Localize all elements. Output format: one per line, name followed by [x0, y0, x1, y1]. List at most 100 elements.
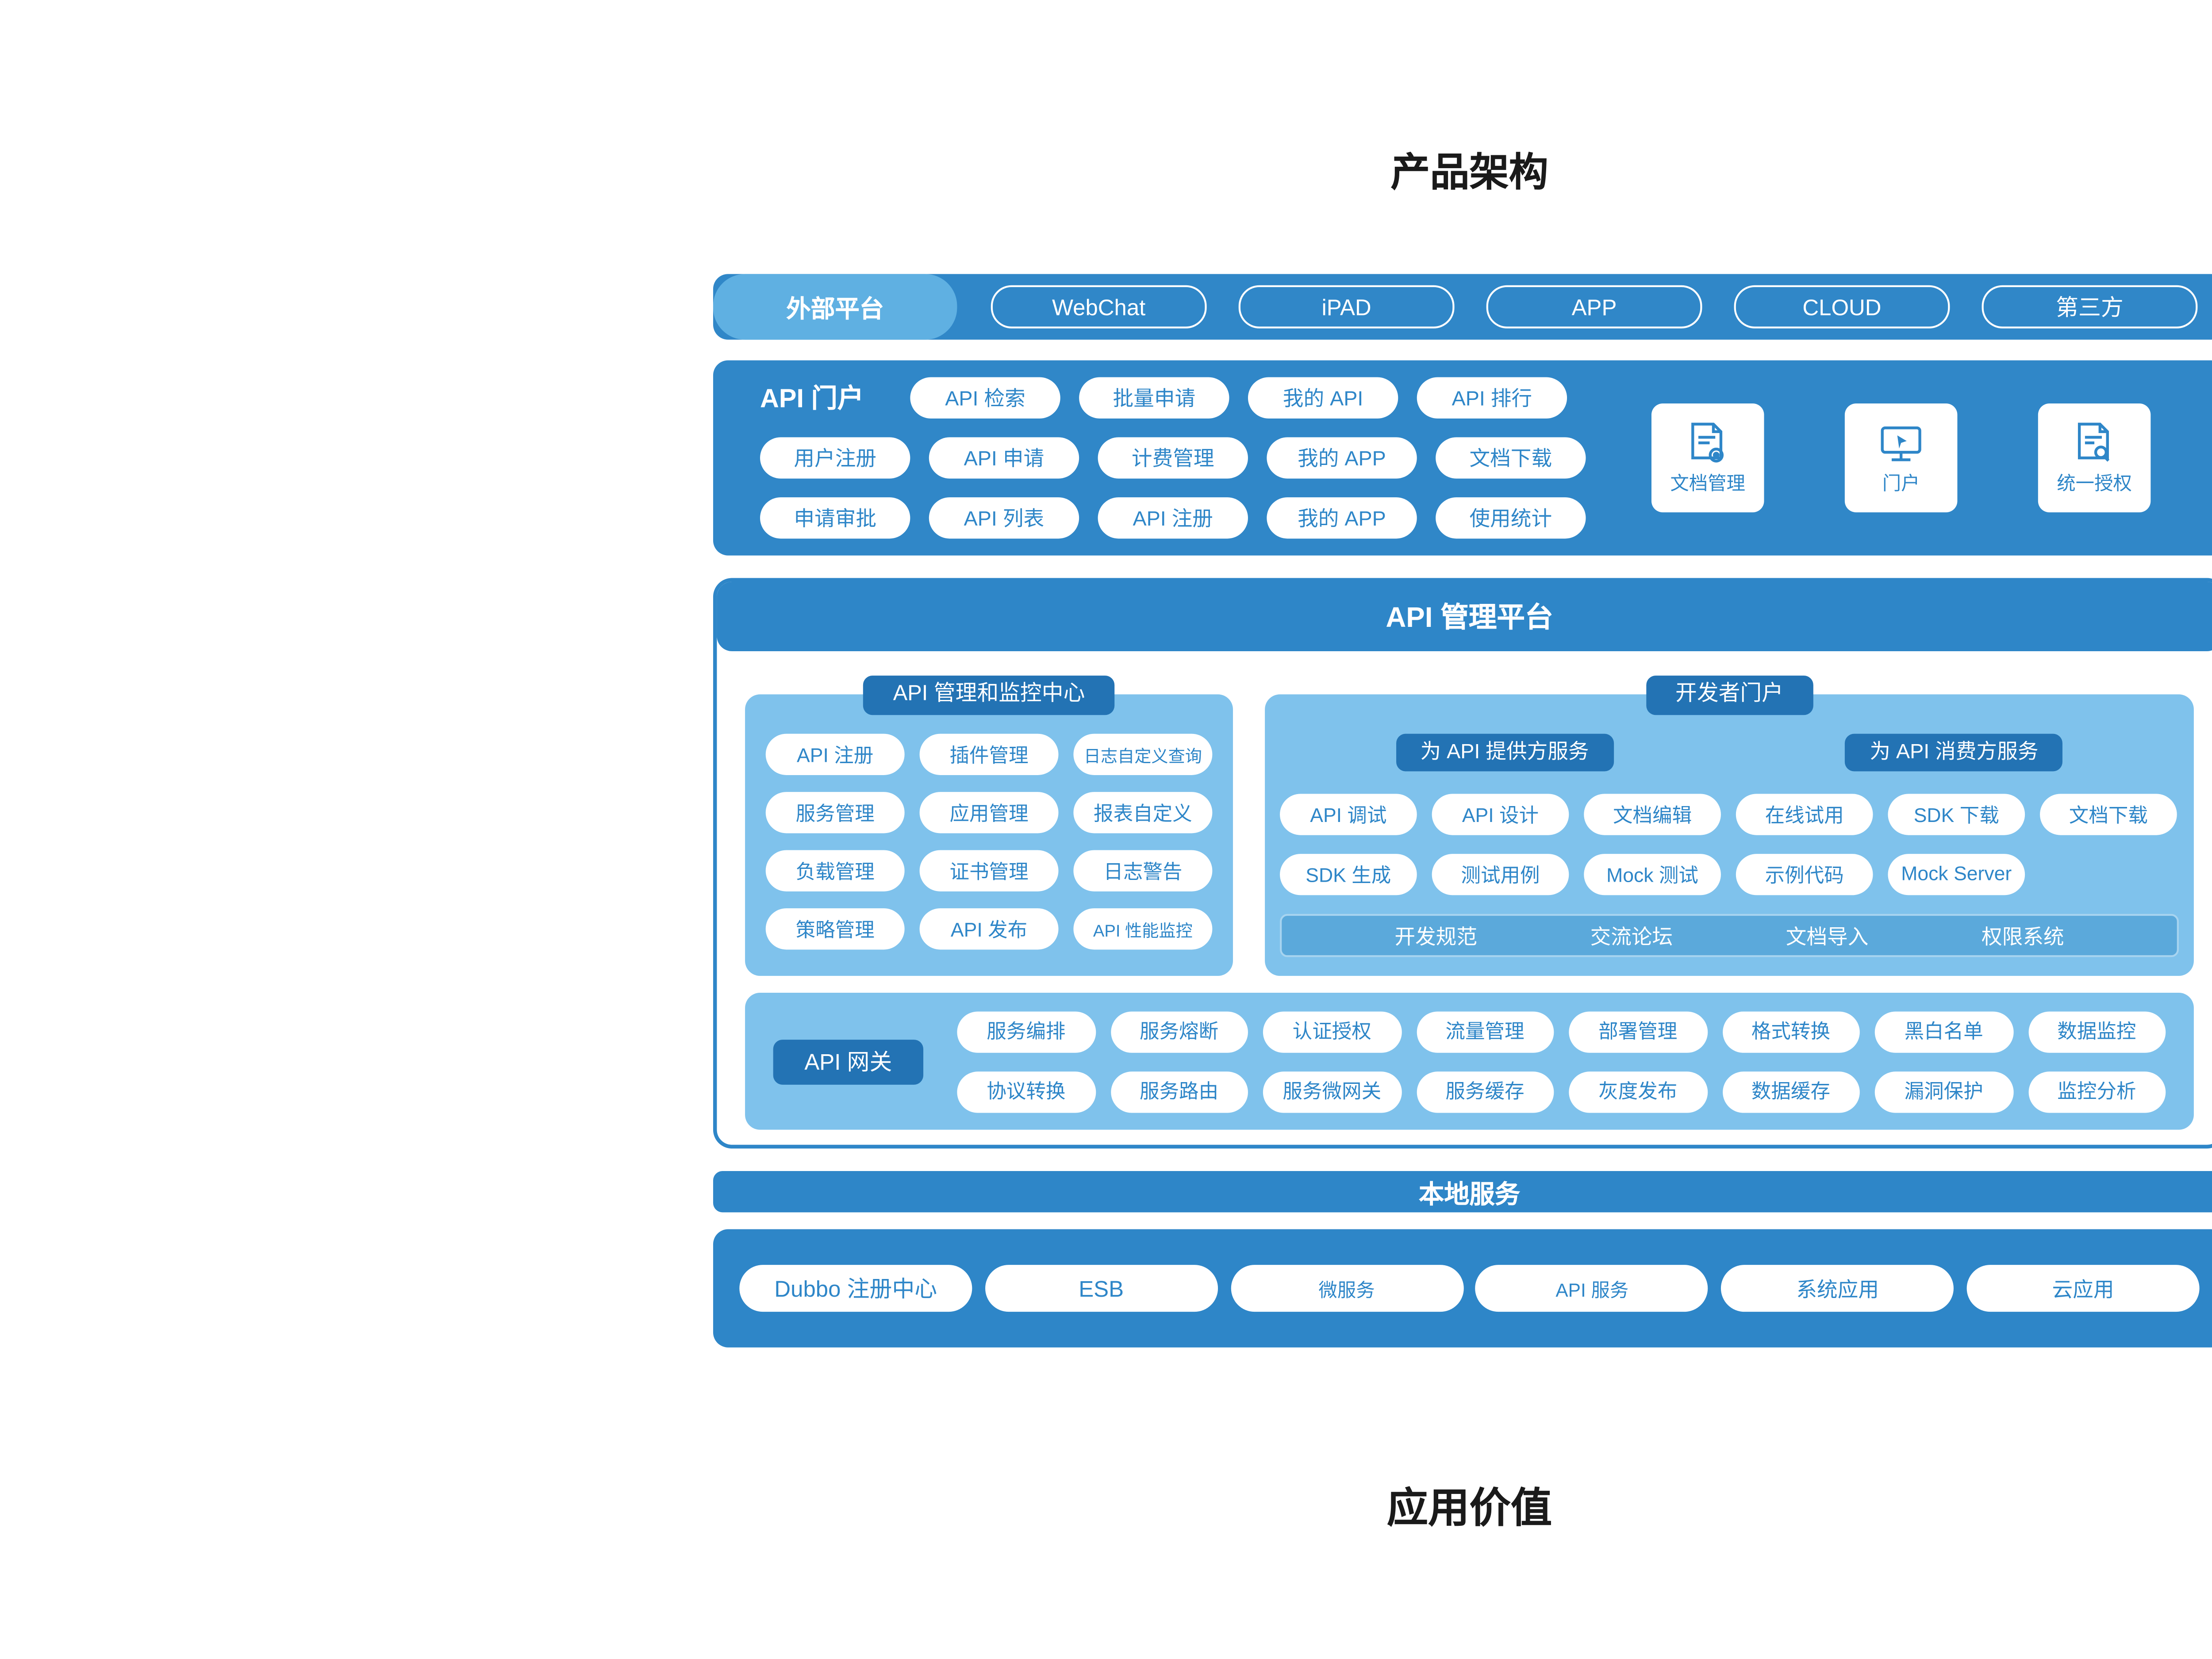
devportal-subtabs: 为 API 提供方服务 为 API 消费方服务 — [1280, 733, 2179, 772]
page-title: 产品架构 — [1390, 152, 1548, 196]
devportal-row: SDK 生成 测试用例 Mock 测试 示例代码 Mock Server — [1280, 854, 2179, 895]
monitor-pill: API 注册 — [765, 733, 905, 775]
monitor-pill: 服务管理 — [765, 792, 905, 833]
devportal-pill: Mock 测试 — [1584, 854, 1721, 895]
devportal-pill: 在线试用 — [1736, 794, 1873, 835]
doc-management-card: 文档管理 — [1651, 403, 1764, 513]
monitor-pill: 日志自定义查询 — [1073, 733, 1213, 775]
service-pill: API 服务 — [1475, 1265, 1709, 1312]
portal-row: API 门户 API 检索 批量申请 我的 API API 排行 — [760, 377, 1586, 419]
platform-pill: CLOUD — [1734, 285, 1950, 329]
monitor-center-tab: API 管理和监控中心 — [863, 676, 1115, 715]
devportal-footer-link: 权限系统 — [1982, 926, 2064, 949]
portal-pill: 我的 APP — [1267, 497, 1417, 539]
diagram-column: 外部平台 WebChat iPAD APP CLOUD 第三方 API 门户 A… — [713, 274, 2212, 1348]
portal-pill: 文档下载 — [1436, 437, 1586, 479]
developer-portal-panel: 开发者门户 为 API 提供方服务 为 API 消费方服务 API 调试 API… — [1265, 676, 2194, 976]
api-portal-section: API 门户 API 检索 批量申请 我的 API API 排行 用户注册 AP… — [713, 360, 2212, 556]
platform-panels: API 管理和监控中心 API 注册 插件管理 日志自定义查询 服务管理 应用管… — [745, 676, 2194, 976]
monitor-pill: 报表自定义 — [1073, 792, 1213, 833]
gateway-pill: 服务微网关 — [1263, 1071, 1401, 1112]
document-gear-icon — [1683, 420, 1732, 469]
gateway-pill: 数据监控 — [2028, 1010, 2166, 1052]
service-pill: 系统应用 — [1721, 1265, 1954, 1312]
portal-pill: 我的 APP — [1267, 437, 1417, 479]
monitor-row: 负载管理 证书管理 日志警告 — [745, 850, 1233, 891]
devportal-pill: Mock Server — [1888, 854, 2025, 895]
portal-pill: 使用统计 — [1436, 497, 1586, 539]
gateway-pill: 服务缓存 — [1416, 1071, 1554, 1112]
devportal-footer-bar: 开发规范 交流论坛 文档导入 权限系统 — [1280, 914, 2179, 957]
gateway-pill: 数据缓存 — [1722, 1071, 1860, 1112]
gateway-pill: 灰度发布 — [1569, 1071, 1707, 1112]
developer-portal-tab: 开发者门户 — [1645, 676, 1813, 715]
portal-cards: 文档管理 门户 — [1586, 403, 2151, 513]
platform-pill: APP — [1486, 285, 1702, 329]
platform-pill: WebChat — [991, 285, 1207, 329]
bottom-title: 应用价值 — [1386, 1484, 1552, 1532]
gateway-pill: 漏洞保护 — [1874, 1071, 2013, 1112]
provider-slot: 为 API 提供方服务 — [1280, 733, 1729, 772]
gateway-row: 服务编排 服务熔断 认证授权 流量管理 部署管理 格式转换 黑白名单 数据监控 — [957, 1010, 2166, 1052]
gateway-pill: 流量管理 — [1416, 1010, 1554, 1052]
portal-pill: API 申请 — [929, 437, 1079, 479]
gateway-pill: 格式转换 — [1722, 1010, 1860, 1052]
monitor-center-panel: API 管理和监控中心 API 注册 插件管理 日志自定义查询 服务管理 应用管… — [745, 676, 1233, 976]
portal-pill: 用户注册 — [760, 437, 910, 479]
monitor-pill: 证书管理 — [919, 850, 1059, 891]
portal-pill: API 检索 — [910, 377, 1060, 419]
api-platform-section: API 管理平台 API 管理和监控中心 API 注册 插件管理 日志自定义查询… — [713, 578, 2212, 1149]
devportal-footer-link: 交流论坛 — [1590, 926, 1673, 949]
api-gateway-panel: API 网关 服务编排 服务熔断 认证授权 流量管理 部署管理 格式转换 黑白名… — [745, 993, 2194, 1130]
devportal-pill: SDK 下载 — [1888, 794, 2025, 835]
monitor-pill: API 发布 — [919, 908, 1059, 950]
gateway-pill: 黑白名单 — [1874, 1010, 2013, 1052]
portal-row: 申请审批 API 列表 API 注册 我的 APP 使用统计 — [760, 497, 1586, 539]
portal-pill: 批量申请 — [1079, 377, 1229, 419]
local-services-bar: 本地服务 — [713, 1171, 2212, 1213]
platform-pill: 第三方 — [1982, 285, 2198, 329]
devportal-pill: API 设计 — [1432, 794, 1569, 835]
portal-pill: 计费管理 — [1098, 437, 1248, 479]
gateway-pill: 协议转换 — [957, 1071, 1095, 1112]
monitor-pill: 应用管理 — [919, 792, 1059, 833]
gateway-pill: 服务熔断 — [1110, 1010, 1248, 1052]
monitor-row: 策略管理 API 发布 API 性能监控 — [745, 908, 1233, 950]
portal-pill: 我的 API — [1248, 377, 1398, 419]
portal-pill: API 排行 — [1417, 377, 1567, 419]
platform-pill: iPAD — [1238, 285, 1455, 329]
external-platform-pills: WebChat iPAD APP CLOUD 第三方 — [957, 285, 2212, 329]
monitor-row: 服务管理 应用管理 报表自定义 — [745, 792, 1233, 833]
document-search-icon — [2070, 420, 2119, 469]
portal-pill: API 注册 — [1098, 497, 1248, 539]
monitor-pill: 负载管理 — [765, 850, 905, 891]
service-pill: 微服务 — [1230, 1265, 1463, 1312]
external-platform-label: 外部平台 — [713, 274, 957, 340]
monitor-row: API 注册 插件管理 日志自定义查询 — [745, 733, 1233, 775]
api-platform-header: API 管理平台 — [717, 582, 2212, 651]
devportal-pill: API 调试 — [1280, 794, 1417, 835]
monitor-pill: 插件管理 — [919, 733, 1059, 775]
icon-card-label: 门户 — [1882, 475, 1920, 495]
provider-services-tab: 为 API 提供方服务 — [1396, 733, 1613, 772]
devportal-row: API 调试 API 设计 文档编辑 在线试用 SDK 下载 文档下载 — [1280, 794, 2179, 835]
devportal-pill: SDK 生成 — [1280, 854, 1417, 895]
portal-row: 用户注册 API 申请 计费管理 我的 APP 文档下载 — [760, 437, 1586, 479]
portal-card: 门户 — [1844, 403, 1958, 513]
consumer-services-tab: 为 API 消费方服务 — [1845, 733, 2063, 772]
unified-auth-card: 统一授权 — [2038, 403, 2151, 513]
gateway-row: 协议转换 服务路由 服务微网关 服务缓存 灰度发布 数据缓存 漏洞保护 监控分析 — [957, 1071, 2166, 1112]
devportal-pill: 示例代码 — [1736, 854, 1873, 895]
service-pill: Dubbo 注册中心 — [739, 1265, 972, 1312]
monitor-pill: API 性能监控 — [1073, 908, 1213, 950]
local-services-band: Dubbo 注册中心 ESB 微服务 API 服务 系统应用 云应用 — [713, 1229, 2212, 1348]
devportal-pill: 文档下载 — [2040, 794, 2177, 835]
devportal-pill: 文档编辑 — [1584, 794, 1721, 835]
gateway-pill: 部署管理 — [1569, 1010, 1707, 1052]
portal-monitor-icon — [1877, 420, 1925, 469]
devportal-pill: 测试用例 — [1432, 854, 1569, 895]
api-portal-grid: API 门户 API 检索 批量申请 我的 API API 排行 用户注册 AP… — [760, 377, 1586, 539]
service-pill: ESB — [985, 1265, 1218, 1312]
portal-pill: API 列表 — [929, 497, 1079, 539]
